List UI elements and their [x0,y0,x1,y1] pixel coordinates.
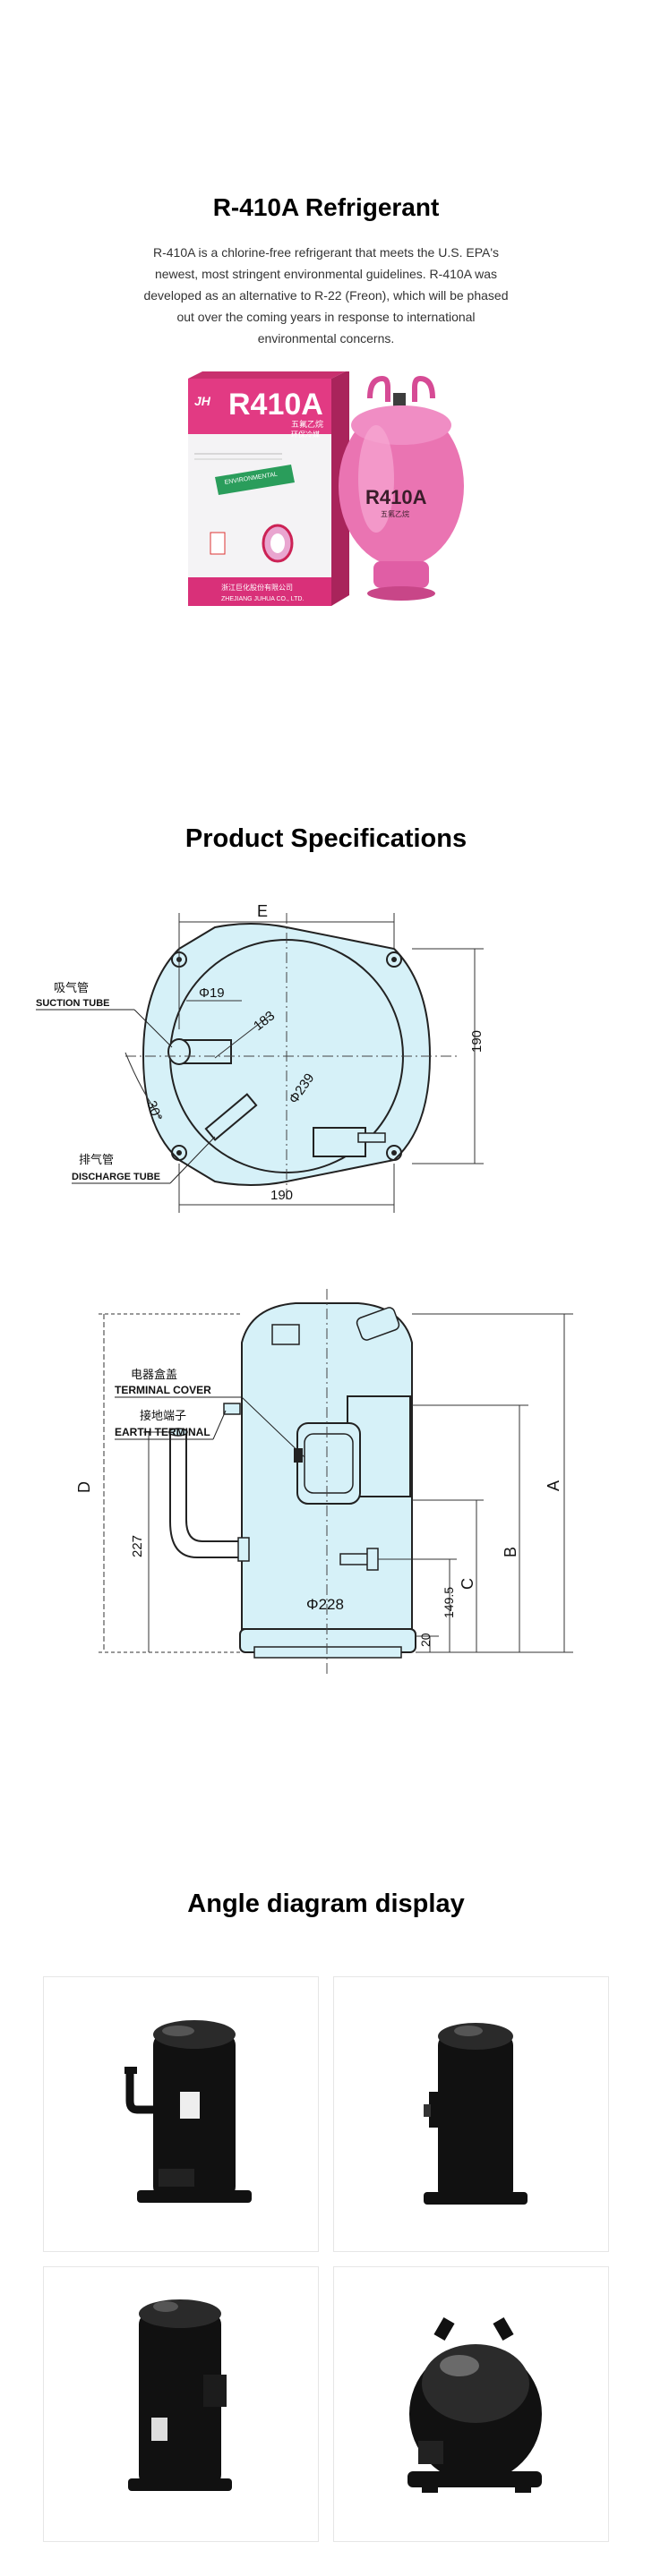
svg-text:ZHEJIANG JUHUA CO., LTD.: ZHEJIANG JUHUA CO., LTD. [221,596,304,602]
earth-terminal-cn: 接地端子 [140,1409,186,1422]
svg-text:五氟乙烷: 五氟乙烷 [291,419,323,430]
top-view-drawing: E Φ19 183 Φ239 30° 190 190 吸气管 SUCTION T… [36,895,519,1235]
svg-text:环保冷媒: 环保冷媒 [291,430,320,439]
dim-C: C [459,1578,476,1590]
discharge-cn: 排气管 [79,1153,114,1166]
dim-227: 227 [130,1535,145,1557]
dim-E: E [257,902,268,920]
gallery-card-side[interactable] [333,1976,609,2252]
dim-20: 20 [418,1633,433,1647]
svg-text:五氟乙烷: 五氟乙烷 [381,509,409,518]
specs-title: Product Specifications [184,824,468,853]
dim-190-bottom: 190 [270,1188,293,1203]
dim-B: B [502,1547,519,1557]
dim-A: A [545,1480,562,1491]
intro-description: R-410A is a chlorine-free refrigerant th… [143,245,509,345]
cylinder-brand-text: R410A [365,486,427,508]
dim-190-right: 190 [469,1030,485,1053]
product-image: JH R410A 五氟乙烷 环保冷媒 ENVIRONMENTAL 浙江巨化股份有… [184,370,479,631]
gallery-card-rear[interactable] [43,2266,319,2542]
dim-149-5: 149.5 [442,1587,456,1618]
suction-en: SUCTION TUBE [36,998,110,1009]
terminal-cover-en: TERMINAL COVER [115,1384,211,1396]
suction-cn: 吸气管 [54,981,89,994]
svg-text:浙江巨化股份有限公司: 浙江巨化股份有限公司 [221,583,293,592]
discharge-en: DISCHARGE TUBE [72,1172,160,1182]
gallery-card-front[interactable] [43,1976,319,2252]
gallery-card-top[interactable] [333,2266,609,2542]
earth-terminal-en: EARTH TERMINAL [115,1426,210,1438]
gallery-title: Angle diagram display [187,1889,465,1918]
dim-phi19: Φ19 [199,985,225,1001]
dim-phi228: Φ228 [306,1596,344,1613]
intro-title: R-410A Refrigerant [212,193,440,221]
terminal-cover-cn: 电器盒盖 [131,1368,177,1381]
dim-angle-30: 30° [143,1099,165,1123]
side-view-drawing: D 227 A B C 149.5 20 Φ228 电器盒盖 TERMINAL … [63,1289,600,1683]
dim-D: D [75,1481,93,1493]
box-brand-text: R410A [228,388,323,422]
svg-text:JH: JH [194,394,211,408]
